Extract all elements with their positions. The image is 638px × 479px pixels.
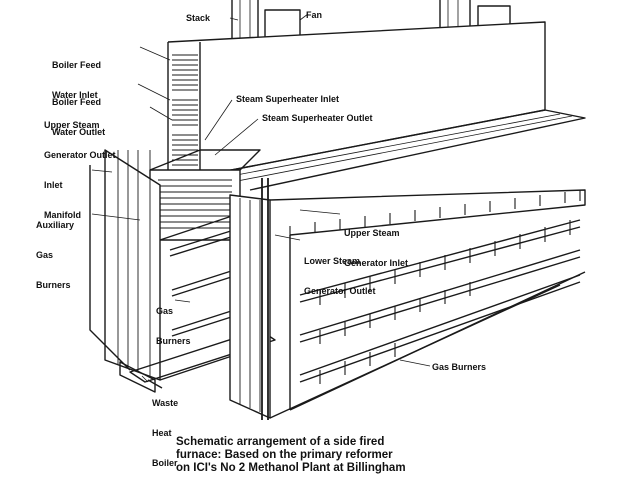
upper-steam-generator-outlet-label: Upper Steam Generator Outlet (44, 120, 116, 160)
fan-label: Fan (306, 10, 323, 20)
convection-section (167, 21, 546, 177)
waste-heat-boiler-label: Waste Heat Boiler (152, 398, 179, 468)
caption-line: Schematic arrangement of a side fired (176, 436, 385, 448)
gas-burners-left-label: Gas Burners (156, 306, 191, 346)
left-furnace-cell (89, 149, 276, 383)
lower-steam-generator-outlet-label: Lower Steam Generator Outlet (304, 256, 376, 296)
steam-superheater-inlet-label: Steam Superheater Inlet (236, 94, 340, 104)
boiler-feed-water-outlet-label: Boiler Feed Water Outlet (52, 97, 106, 137)
figure-caption: Schematic arrangement of a side fired fu… (176, 436, 616, 475)
boiler-feed-water-inlet-label: Boiler Feed Water Inlet (52, 60, 102, 100)
steam-superheater-outlet-label: Steam Superheater Outlet (262, 113, 373, 123)
caption-line: furnace: Based on the primary reformer (176, 449, 393, 461)
stack-label: Stack (186, 13, 211, 23)
roof-rails (199, 109, 586, 191)
gas-burners-right-label: Gas Burners (432, 362, 487, 372)
auxiliary-gas-burners-label: Auxiliary Gas Burners (36, 220, 75, 290)
leader-lines (91, 13, 431, 383)
inlet-manifold-label: Inlet Manifold (44, 180, 81, 220)
waste-heat-boiler-shape (119, 361, 163, 393)
right-furnace-cell (229, 178, 586, 420)
caption-line: on ICI's No 2 Methanol Plant at Billingh… (176, 462, 406, 474)
upper-steam-generator-inlet-label: Upper Steam Generator Inlet (344, 228, 409, 268)
